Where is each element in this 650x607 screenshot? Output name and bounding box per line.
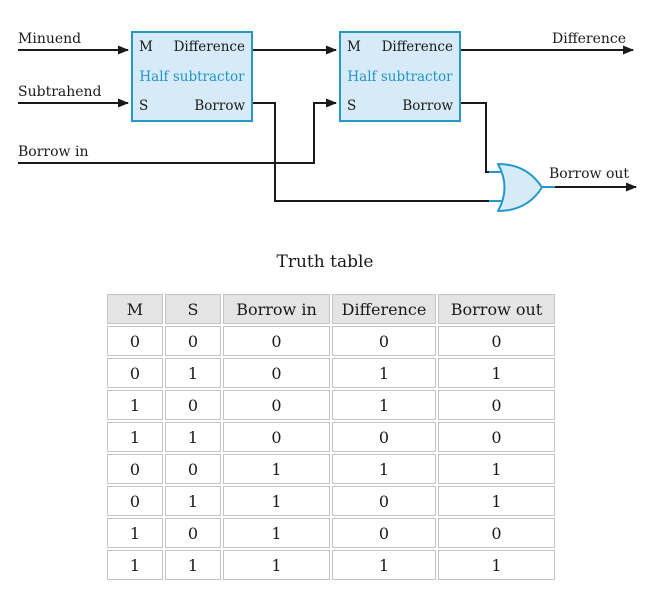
table-cell: 1 [165, 358, 221, 388]
table-cell: 1 [223, 486, 330, 516]
table-cell: 1 [165, 550, 221, 580]
hs2-port-s: S [347, 98, 357, 114]
table-cell: 0 [107, 326, 163, 356]
table-cell: 0 [223, 358, 330, 388]
table-cell: 0 [438, 390, 555, 420]
table-cell: 1 [165, 422, 221, 452]
header-borrow-in: Borrow in [223, 294, 330, 324]
header-borrow-out: Borrow out [438, 294, 555, 324]
truth-table-title: Truth table [276, 252, 374, 272]
borrow-in-wire [18, 98, 337, 164]
table-cell: 0 [223, 422, 330, 452]
borrow2-to-or-wire [461, 102, 492, 173]
table-cell: 1 [332, 454, 436, 484]
truth-table-header-row: M S Borrow in Difference Borrow out [107, 294, 555, 324]
borrow-in-label: Borrow in [18, 144, 89, 160]
table-cell: 1 [107, 550, 163, 580]
circuit-wires [18, 45, 637, 212]
table-cell: 0 [107, 358, 163, 388]
table-cell: 0 [438, 518, 555, 548]
half-subtractor-1: M Difference Half subtractor S Borrow [131, 31, 253, 122]
table-cell: 1 [107, 518, 163, 548]
table-cell: 1 [223, 454, 330, 484]
hs1-bottom-row: S Borrow [139, 98, 245, 114]
table-cell: 0 [332, 326, 436, 356]
table-cell: 0 [332, 486, 436, 516]
table-cell: 0 [165, 518, 221, 548]
table-cell: 0 [165, 390, 221, 420]
table-cell: 1 [438, 358, 555, 388]
difference-out-label: Difference [552, 31, 627, 47]
hs1-port-s: S [139, 98, 149, 114]
header-m: M [107, 294, 163, 324]
borrow-out-label: Borrow out [549, 166, 630, 182]
hs1-title: Half subtractor [139, 68, 245, 85]
table-cell: 0 [223, 390, 330, 420]
table-cell: 0 [165, 326, 221, 356]
table-cell: 1 [438, 454, 555, 484]
table-cell: 1 [107, 422, 163, 452]
half-subtractor-2: M Difference Half subtractor S Borrow [339, 31, 461, 122]
minuend-label: Minuend [18, 31, 82, 47]
table-cell: 0 [107, 454, 163, 484]
hs2-port-borrow: Borrow [402, 98, 453, 114]
table-cell: 0 [165, 454, 221, 484]
table-cell: 0 [107, 486, 163, 516]
or-gate-body [497, 163, 543, 212]
table-cell: 0 [332, 518, 436, 548]
hs2-port-difference: Difference [381, 39, 453, 55]
header-s: S [165, 294, 221, 324]
hs1-top-row: M Difference [139, 39, 245, 55]
table-cell: 0 [438, 326, 555, 356]
table-cell: 1 [332, 390, 436, 420]
hs1-port-m: M [139, 39, 153, 55]
table-cell: 1 [223, 518, 330, 548]
table-cell: 1 [165, 486, 221, 516]
hs1-port-borrow: Borrow [194, 98, 245, 114]
subtrahend-label: Subtrahend [18, 84, 102, 100]
table-cell: 1 [332, 550, 436, 580]
table-cell: 1 [223, 550, 330, 580]
borrow1-to-or-wire [253, 102, 492, 202]
hs2-bottom-row: S Borrow [347, 98, 453, 114]
table-cell: 1 [438, 486, 555, 516]
table-cell: 1 [332, 358, 436, 388]
or-gate [489, 163, 555, 212]
header-difference: Difference [332, 294, 436, 324]
table-cell: 1 [438, 550, 555, 580]
table-cell: 1 [107, 390, 163, 420]
table-cell: 0 [438, 422, 555, 452]
hs2-title: Half subtractor [347, 68, 453, 85]
table-cell: 0 [223, 326, 330, 356]
hs2-port-m: M [347, 39, 361, 55]
hs2-top-row: M Difference [347, 39, 453, 55]
hs1-port-difference: Difference [173, 39, 245, 55]
table-cell: 0 [332, 422, 436, 452]
